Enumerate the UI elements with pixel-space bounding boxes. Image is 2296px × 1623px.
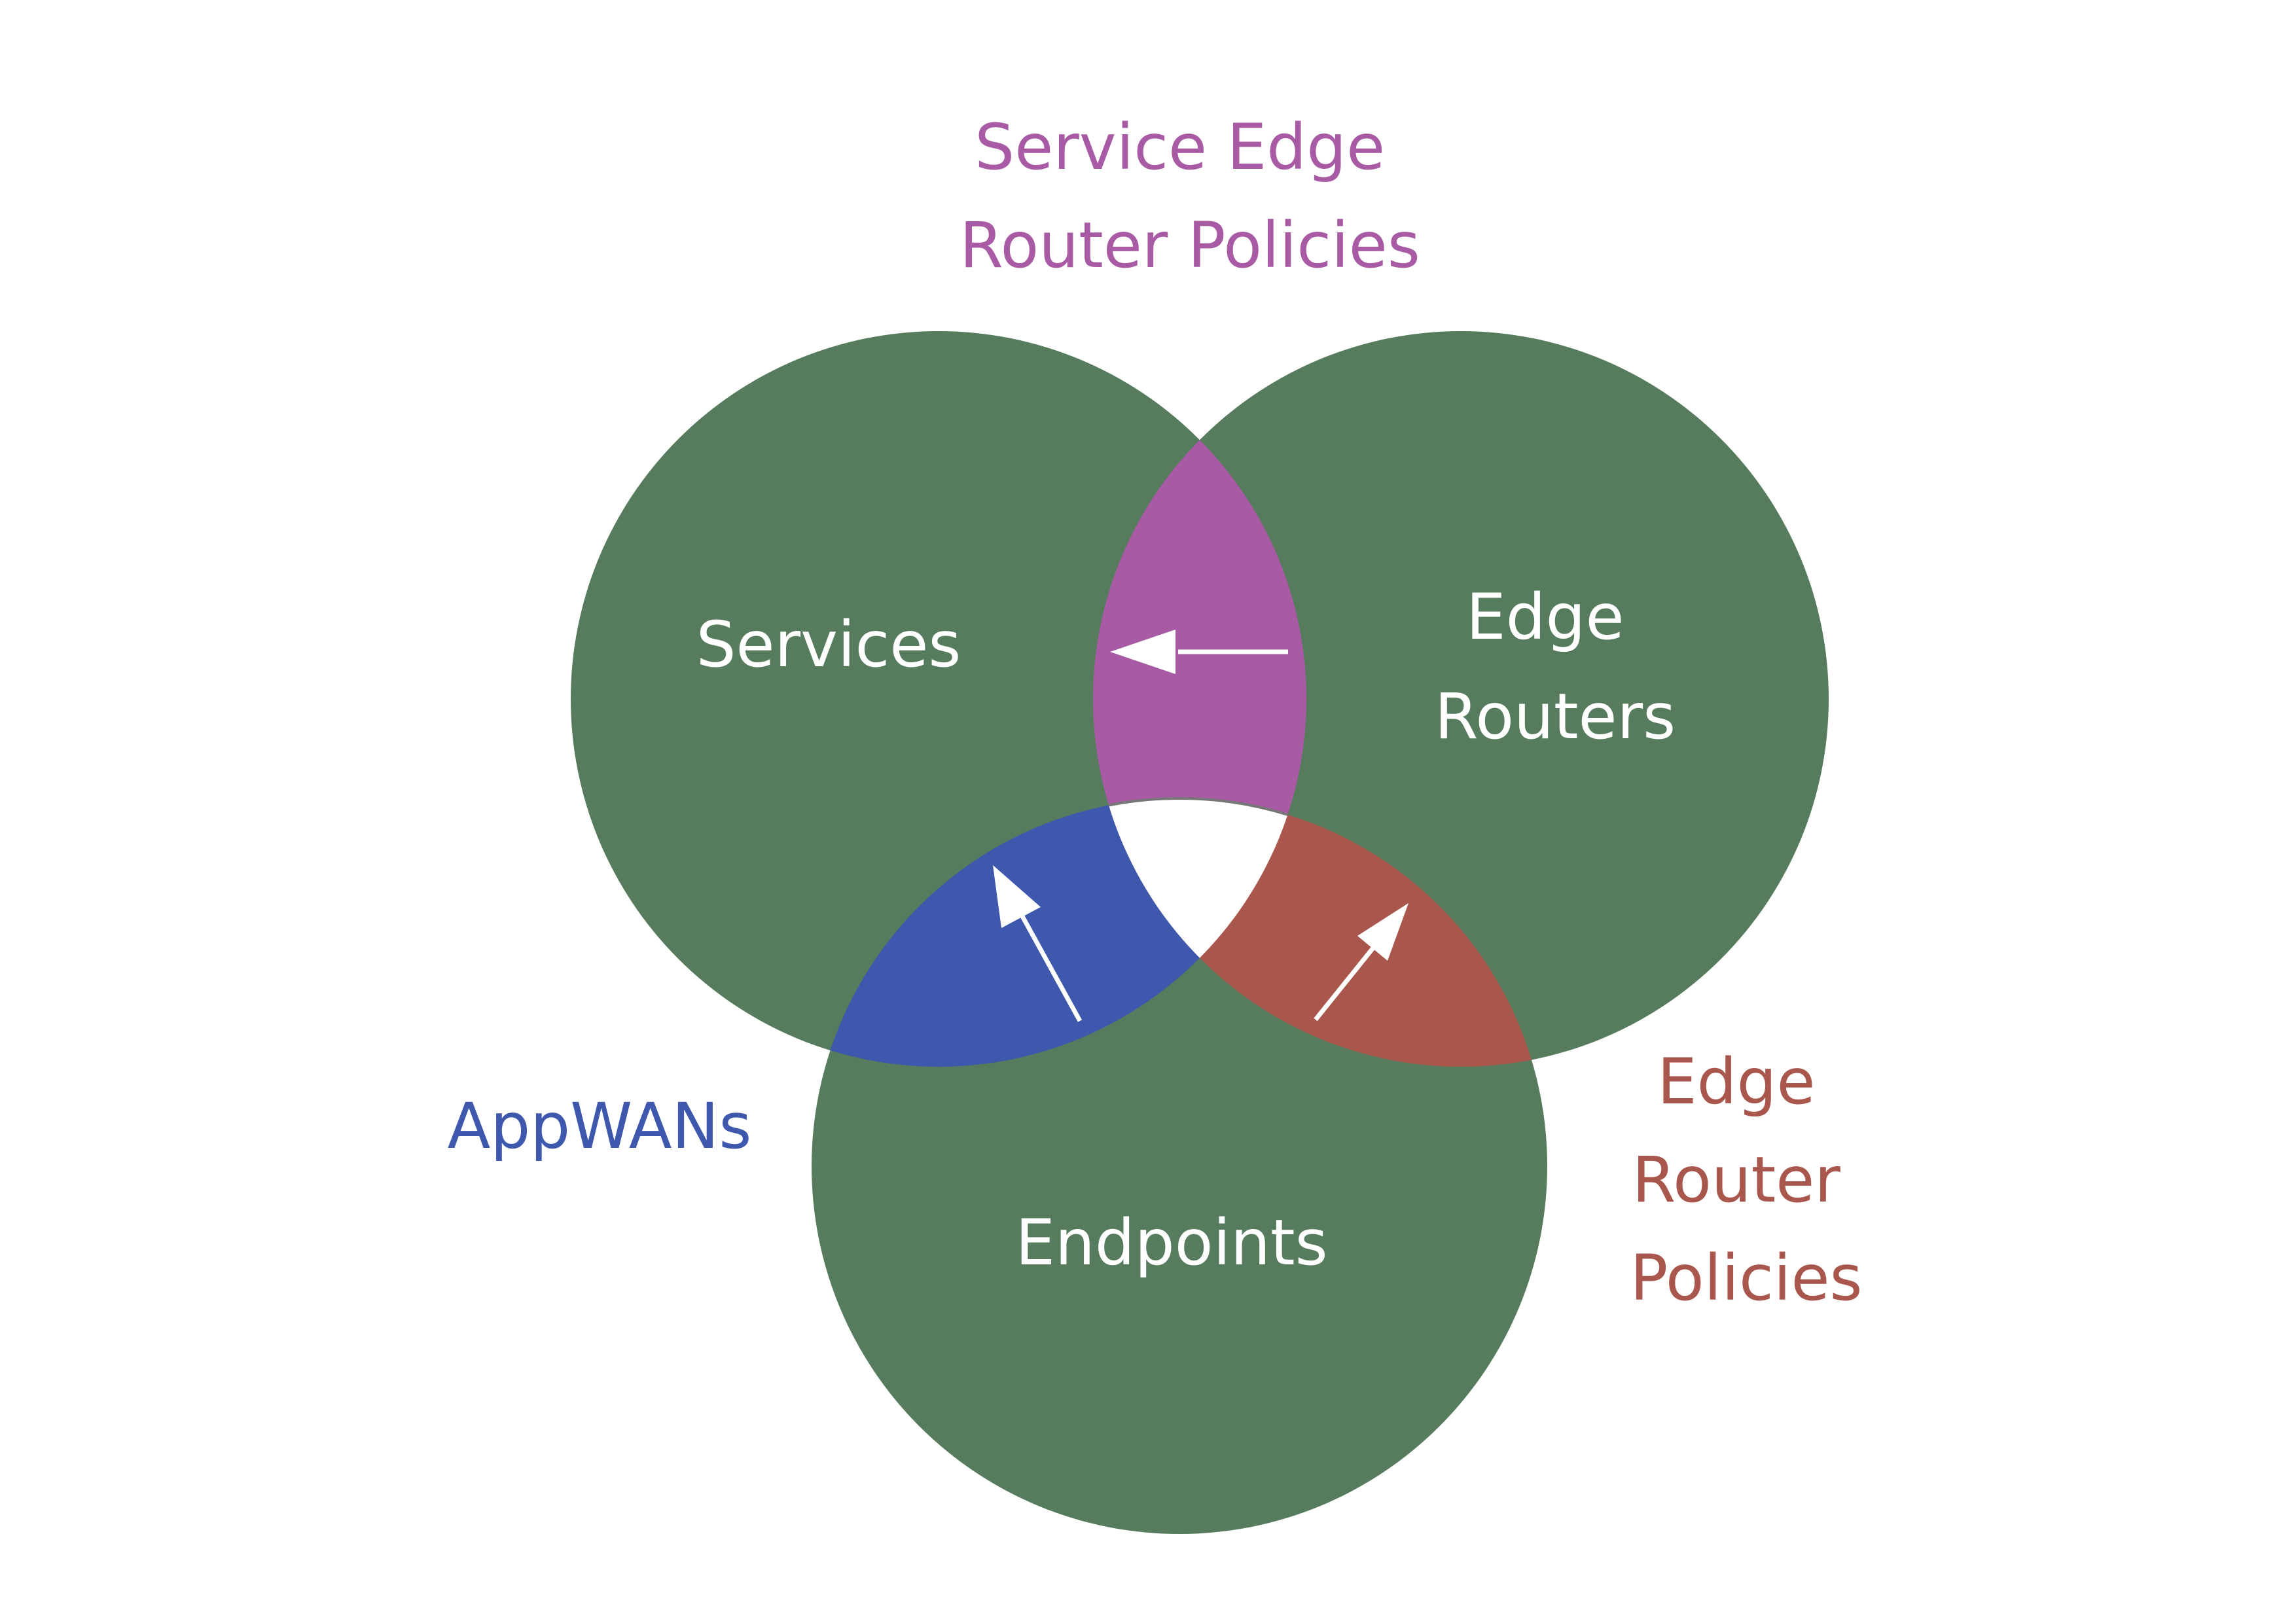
arrow-endpoints-to-edge-routers <box>1314 903 1408 1022</box>
arrow-shaft <box>1020 915 1083 1022</box>
edge-routers-label-line: Routers <box>1435 680 1676 753</box>
services-label: Services <box>696 608 961 681</box>
service-edge-router-policies-label-line: Router Policies <box>960 209 1420 282</box>
edge-router-policies-label: Edge Router Policies <box>1630 1045 1862 1315</box>
service-edge-router-policies-label: Service Edge Router Policies <box>960 111 1420 282</box>
service-edge-router-policies-label-line: Service Edge <box>975 111 1385 184</box>
arrow-edge-routers-to-services <box>1110 630 1288 674</box>
arrow-head-icon <box>993 865 1041 928</box>
appwans-label: AppWANs <box>448 1090 752 1163</box>
arrow-head-icon <box>1110 630 1175 674</box>
edge-router-policies-label-line: Edge <box>1657 1045 1816 1118</box>
edge-router-policies-label-line: Router <box>1632 1143 1841 1217</box>
endpoints-label-line: Endpoints <box>1015 1206 1327 1279</box>
edge-router-policies-label-line: Policies <box>1630 1241 1862 1315</box>
arrow-head-icon <box>1357 903 1408 961</box>
triple-intersection-outline <box>1093 797 1306 1067</box>
endpoints-label: Endpoints <box>1015 1206 1327 1279</box>
edge-router-policies-region <box>1093 798 1547 1067</box>
appwans-label-line: AppWANs <box>448 1090 752 1163</box>
services-label-line: Services <box>696 608 961 681</box>
edge-routers-label: Edge Routers <box>1435 580 1676 753</box>
arrow-endpoints-to-services <box>993 865 1083 1022</box>
appwans-region <box>812 798 1306 1067</box>
arrow-shaft <box>1314 938 1382 1022</box>
edge-routers-label-line: Edge <box>1466 580 1624 654</box>
